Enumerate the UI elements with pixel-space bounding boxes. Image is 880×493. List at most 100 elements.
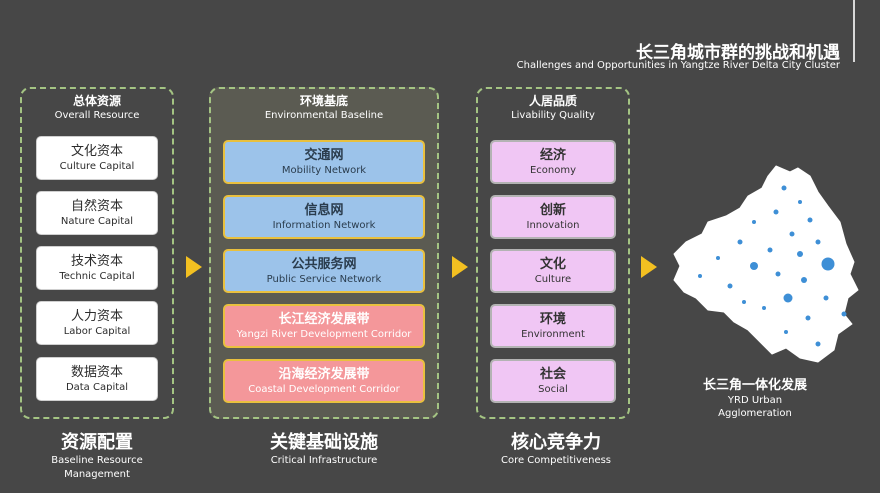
panel-heading-en: Livability Quality — [511, 110, 595, 121]
outcome-label-en: YRD Urban Agglomeration — [718, 395, 792, 419]
panel-livability-quality: 人居品质 Livability Quality 经济 Economy 创新 In… — [476, 87, 630, 419]
box-label-en: Information Network — [272, 219, 376, 231]
panel-heading-zh: 人居品质 — [528, 94, 577, 108]
box-label-en: Mobility Network — [281, 164, 367, 176]
city-dot — [797, 251, 803, 257]
infrastructure-box-coastal-corridor: 沿海经济发展带 Coastal Development Corridor — [223, 359, 425, 403]
panel-heading: 人居品质 Livability Quality — [478, 94, 628, 123]
city-dot — [737, 239, 743, 245]
quality-box-economy: 经济 Economy — [490, 140, 616, 184]
quality-box-environment: 环境 Environment — [490, 304, 616, 348]
page-subtitle: Challenges and Opportunities in Yangtze … — [516, 60, 840, 71]
city-dot — [762, 306, 766, 310]
city-dot — [742, 300, 746, 304]
city-dot — [773, 209, 779, 215]
footer-label-en: Critical Infrastructure — [270, 455, 378, 466]
box-label-zh: 人力资本 — [70, 308, 123, 324]
yrd-map-icon — [673, 165, 859, 363]
box-label-en: Environment — [521, 328, 585, 340]
footer-core-competitiveness: 核心竞争力 Core Competitiveness — [476, 432, 636, 468]
city-dot — [767, 247, 773, 253]
quality-box-social: 社会 Social — [490, 359, 616, 403]
arrow-right-icon — [641, 256, 657, 278]
city-dot — [698, 274, 702, 278]
city-dot — [781, 185, 787, 191]
city-dot — [716, 256, 720, 260]
box-label-en: Labor Capital — [63, 325, 131, 337]
city-dot — [783, 293, 793, 303]
city-dot — [784, 330, 788, 334]
box-label-en: Public Service Network — [266, 273, 382, 285]
box-label-en: Innovation — [526, 219, 580, 231]
resource-box-data: 数据资本 Data Capital — [36, 357, 158, 401]
footer-label-zh: 核心竞争力 — [511, 432, 601, 453]
infrastructure-box-mobility: 交通网 Mobility Network — [223, 140, 425, 184]
quality-box-innovation: 创新 Innovation — [490, 195, 616, 239]
footer-critical-infrastructure: 关键基础设施 Critical Infrastructure — [244, 432, 404, 468]
box-label-en: Culture Capital — [59, 160, 135, 172]
box-label-zh: 文化 — [539, 256, 566, 272]
resource-box-technic: 技术资本 Technic Capital — [36, 246, 158, 290]
box-label-zh: 交通网 — [304, 147, 344, 163]
outcome-label-zh: 长三角一体化发展 — [702, 378, 807, 393]
infrastructure-box-yangzi-corridor: 长江经济发展带 Yangzi River Development Corrido… — [223, 304, 425, 348]
footer-label-zh: 关键基础设施 — [270, 432, 378, 453]
box-label-en: Yangzi River Development Corridor — [236, 328, 412, 340]
city-dot — [815, 341, 821, 347]
box-label-en: Economy — [529, 164, 577, 176]
box-label-zh: 经济 — [539, 147, 566, 163]
box-label-en: Nature Capital — [60, 215, 134, 227]
city-dot — [750, 262, 758, 270]
city-dot — [841, 311, 847, 317]
city-dot — [752, 220, 756, 224]
footer-resource-management: 资源配置 Baseline Resource Management — [17, 432, 177, 482]
yrd-region-shape — [673, 165, 859, 363]
city-dot — [801, 277, 807, 283]
city-dot — [805, 315, 811, 321]
box-label-en: Coastal Development Corridor — [248, 383, 400, 395]
city-dot — [823, 295, 829, 301]
box-label-zh: 自然资本 — [70, 198, 123, 214]
box-label-zh: 创新 — [539, 202, 566, 218]
box-label-zh: 沿海经济发展带 — [278, 366, 370, 382]
infrastructure-box-information: 信息网 Information Network — [223, 195, 425, 239]
city-dot — [727, 283, 733, 289]
box-label-zh: 技术资本 — [70, 253, 123, 269]
footer-label-en: Baseline Resource Management — [51, 455, 143, 480]
footer-label-zh: 资源配置 — [61, 432, 133, 453]
box-label-en: Culture — [534, 273, 572, 285]
box-label-zh: 长江经济发展带 — [278, 311, 370, 327]
resource-box-labor: 人力资本 Labor Capital — [36, 301, 158, 345]
resource-box-culture: 文化资本 Culture Capital — [36, 136, 158, 180]
resource-box-nature: 自然资本 Nature Capital — [36, 191, 158, 235]
outcome-label: 长三角一体化发展 YRD Urban Agglomeration — [690, 377, 820, 420]
box-label-en: Data Capital — [65, 381, 129, 393]
page-title: 长三角城市群的挑战和机遇 — [636, 43, 840, 63]
header-divider-line — [853, 0, 855, 62]
footer-label-en: Core Competitiveness — [500, 455, 612, 466]
panel-heading: 环境基底 Environmental Baseline — [211, 94, 437, 123]
panel-heading-zh: 环境基底 — [299, 94, 348, 108]
box-label-zh: 数据资本 — [70, 364, 123, 380]
city-dot — [821, 257, 835, 271]
arrow-right-icon — [186, 256, 202, 278]
city-dot — [775, 271, 781, 277]
panel-overall-resource: 总体资源 Overall Resource 文化资本 Culture Capit… — [20, 87, 174, 419]
infrastructure-box-public-service: 公共服务网 Public Service Network — [223, 249, 425, 293]
box-label-zh: 文化资本 — [70, 143, 123, 159]
city-dot — [807, 217, 813, 223]
panel-heading-en: Environmental Baseline — [264, 110, 384, 121]
box-label-zh: 信息网 — [304, 202, 344, 218]
panel-environmental-baseline: 环境基底 Environmental Baseline 交通网 Mobility… — [209, 87, 439, 419]
box-label-zh: 公共服务网 — [291, 256, 357, 272]
box-label-zh: 环境 — [539, 311, 566, 327]
city-dot — [798, 200, 802, 204]
city-dot — [815, 239, 821, 245]
panel-heading-zh: 总体资源 — [72, 94, 121, 108]
box-label-en: Social — [538, 383, 568, 395]
arrow-right-icon — [452, 256, 468, 278]
city-dot — [789, 231, 795, 237]
panel-heading-en: Overall Resource — [54, 110, 140, 121]
box-label-en: Technic Capital — [59, 270, 135, 282]
panel-heading: 总体资源 Overall Resource — [22, 94, 172, 123]
